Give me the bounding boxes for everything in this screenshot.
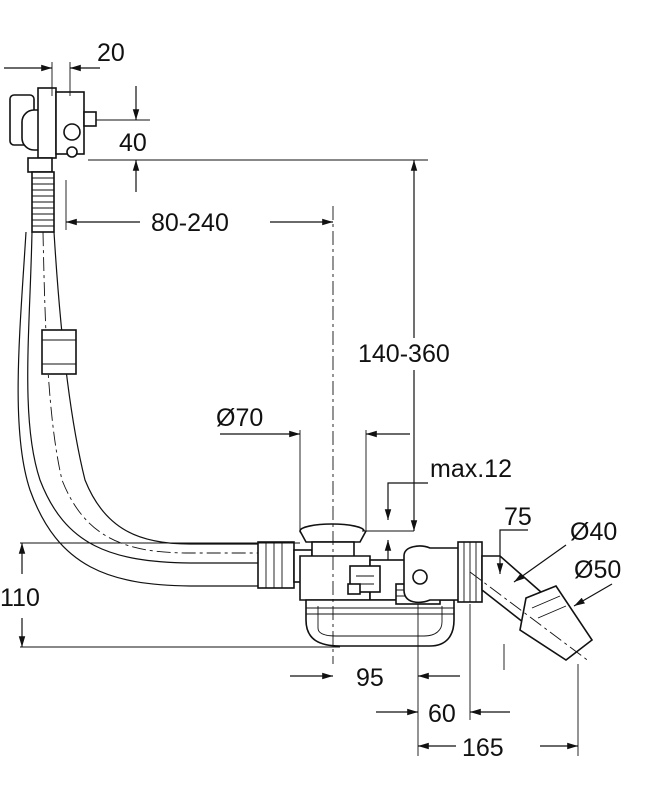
- dim-110: 110: [0, 543, 40, 647]
- dim-20-label: 20: [97, 39, 125, 67]
- dim-140-360: 140-360: [358, 160, 450, 531]
- corrugated-connector: [31, 171, 55, 233]
- dim-dia-70-label: Ø70: [216, 404, 263, 432]
- dim-40: 40: [96, 86, 150, 192]
- bath-floor-line: [20, 530, 414, 544]
- dim-165: 165: [418, 664, 579, 762]
- dim-max-12-label: max.12: [430, 455, 512, 483]
- drain-body: [299, 555, 455, 647]
- dim-80-240-label: 80-240: [151, 209, 229, 237]
- dim-20: 20: [4, 39, 125, 96]
- dim-75: 75: [496, 503, 532, 574]
- dim-95: 95: [290, 604, 505, 756]
- dim-max-12: max.12: [384, 455, 512, 560]
- dim-75-label: 75: [504, 503, 532, 531]
- dim-60-label: 60: [428, 700, 456, 728]
- dim-110-label: 110: [0, 584, 40, 612]
- overflow-head: [9, 87, 97, 173]
- dim-80-240: 80-240: [65, 180, 333, 237]
- dim-dia-70: Ø70: [216, 404, 410, 531]
- outlet-elbow: [403, 541, 483, 604]
- dim-dia-40: Ø40: [513, 518, 617, 583]
- dim-140-360-label: 140-360: [358, 340, 450, 368]
- dim-165-label: 165: [462, 734, 504, 762]
- dim-dia-50: Ø50: [573, 556, 621, 607]
- dim-dia-50-label: Ø50: [574, 556, 621, 584]
- drain-hose: [17, 231, 300, 587]
- dim-95-label: 95: [356, 664, 384, 692]
- dim-60: 60: [376, 604, 510, 728]
- dim-40-label: 40: [119, 129, 147, 157]
- dim-dia-40-label: Ø40: [570, 518, 617, 546]
